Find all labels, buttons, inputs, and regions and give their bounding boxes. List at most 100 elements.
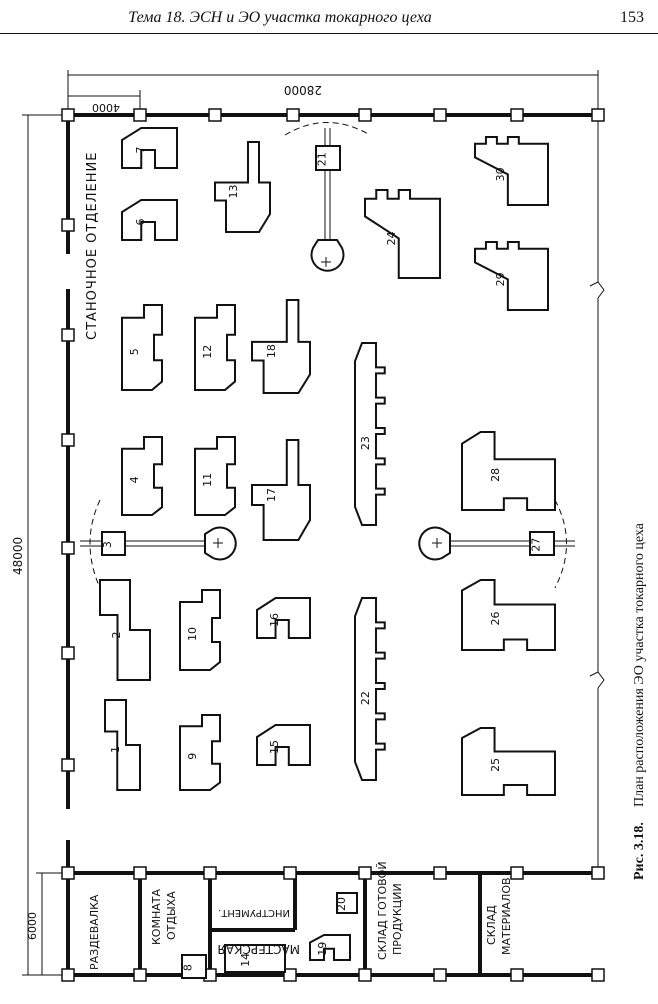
label-finished-goods-2: ПРОДУКЦИИ — [391, 883, 404, 955]
equipment-7 — [121, 127, 178, 169]
equipment-number-3: 3 — [101, 541, 114, 548]
break-mark-lower — [589, 671, 605, 689]
building-column — [283, 968, 297, 982]
equipment-number-17: 17 — [265, 488, 278, 502]
header-rule — [0, 33, 658, 34]
label-finished-goods-1: СКЛАД ГОТОВОЙ — [376, 861, 389, 960]
equipment-28 — [461, 431, 556, 511]
equipment-13 — [214, 141, 271, 233]
building-column — [358, 968, 372, 982]
label-materials-1: СКЛАД — [485, 905, 498, 945]
figure-caption-text: План расположения ЭО участка токарного ц… — [632, 522, 647, 807]
building-column — [203, 866, 217, 880]
dim-overall-width: 28000 — [284, 83, 322, 97]
equipment-number-27: 27 — [530, 538, 543, 552]
lamp-right — [418, 526, 451, 561]
equipment-number-13: 13 — [227, 185, 240, 199]
equipment-23 — [354, 342, 386, 526]
equipment-number-8: 8 — [182, 964, 195, 971]
equipment-2 — [99, 579, 151, 681]
building-column — [133, 968, 147, 982]
equipment-11 — [194, 436, 236, 516]
equipment-26 — [461, 579, 556, 651]
building-column — [61, 646, 75, 660]
building-column — [433, 866, 447, 880]
building-column — [283, 866, 297, 880]
equipment-14 — [224, 944, 286, 973]
equipment-number-14: 14 — [239, 953, 252, 967]
equipment-number-15: 15 — [268, 740, 281, 754]
building-column — [61, 328, 75, 342]
equipment-number-11: 11 — [201, 473, 214, 487]
building-column — [133, 866, 147, 880]
equipment-17 — [251, 439, 311, 541]
building-column — [510, 968, 524, 982]
building-column — [358, 866, 372, 880]
label-machine-shop: СТАНОЧНОЕ ОТДЕЛЕНИЕ — [85, 152, 100, 340]
equipment-number-5: 5 — [128, 348, 141, 355]
equipment-20 — [336, 892, 358, 914]
equipment-number-22: 22 — [359, 691, 372, 705]
equipment-number-9: 9 — [186, 753, 199, 760]
equipment-number-16: 16 — [268, 613, 281, 627]
equipment-number-30: 30 — [494, 167, 507, 181]
equipment-number-18: 18 — [265, 344, 278, 358]
equipment-number-26: 26 — [489, 612, 502, 626]
equipment-29 — [474, 241, 549, 311]
equipment-5 — [121, 304, 163, 391]
building-column — [510, 108, 524, 122]
equipment-25 — [461, 727, 556, 796]
equipment-number-4: 4 — [128, 476, 141, 483]
equipment-12 — [194, 304, 236, 391]
equipment-number-19: 19 — [316, 942, 329, 956]
equipment-6 — [121, 199, 178, 241]
label-materials-2: МАТЕРИАЛОВ — [500, 877, 513, 955]
lamp-top — [310, 239, 345, 272]
dim-overall-length: 48000 — [11, 537, 25, 575]
equipment-number-20: 20 — [335, 897, 348, 911]
building-column — [61, 758, 75, 772]
equipment-number-24: 24 — [385, 231, 398, 245]
equipment-19 — [309, 934, 351, 961]
equipment-number-28: 28 — [489, 468, 502, 482]
building-column — [61, 541, 75, 555]
equipment-number-29: 29 — [494, 272, 507, 286]
label-workshop: МАСТЕРСКАЯ — [217, 942, 300, 956]
equipment-1 — [104, 699, 141, 791]
page-number: 153 — [620, 9, 644, 26]
equipment-30 — [474, 136, 549, 206]
building-column — [591, 866, 605, 880]
building-column — [61, 108, 75, 122]
equipment-number-25: 25 — [489, 758, 502, 772]
equipment-21 — [315, 145, 341, 171]
building-column — [133, 108, 147, 122]
equipment-16 — [256, 597, 311, 639]
building-column — [61, 866, 75, 880]
building-column — [591, 968, 605, 982]
equipment-24 — [364, 189, 441, 279]
equipment-3 — [101, 531, 126, 556]
building-column — [510, 866, 524, 880]
figure-caption-label: Рис. 3.18. — [632, 822, 647, 880]
building-column — [591, 108, 605, 122]
equipment-number-12: 12 — [201, 345, 214, 359]
equipment-22 — [354, 597, 386, 781]
equipment-10 — [179, 589, 221, 671]
equipment-8 — [181, 954, 207, 979]
dim-column-step: 4000 — [92, 101, 120, 114]
equipment-number-23: 23 — [359, 436, 372, 450]
equipment-number-21: 21 — [316, 152, 329, 166]
equipment-4 — [121, 436, 163, 516]
building-column — [286, 108, 300, 122]
label-rest-room-1: КОМНАТА — [150, 889, 163, 945]
running-title: Тема 18. ЭСН и ЭО участка токарного цеха — [128, 9, 432, 26]
equipment-number-7: 7 — [134, 147, 147, 154]
equipment-18 — [251, 299, 311, 394]
building-column — [433, 968, 447, 982]
equipment-number-1: 1 — [109, 746, 122, 753]
lamp-left — [204, 526, 237, 561]
dim-room-depth: 6000 — [26, 912, 39, 940]
equipment-27 — [529, 531, 555, 556]
